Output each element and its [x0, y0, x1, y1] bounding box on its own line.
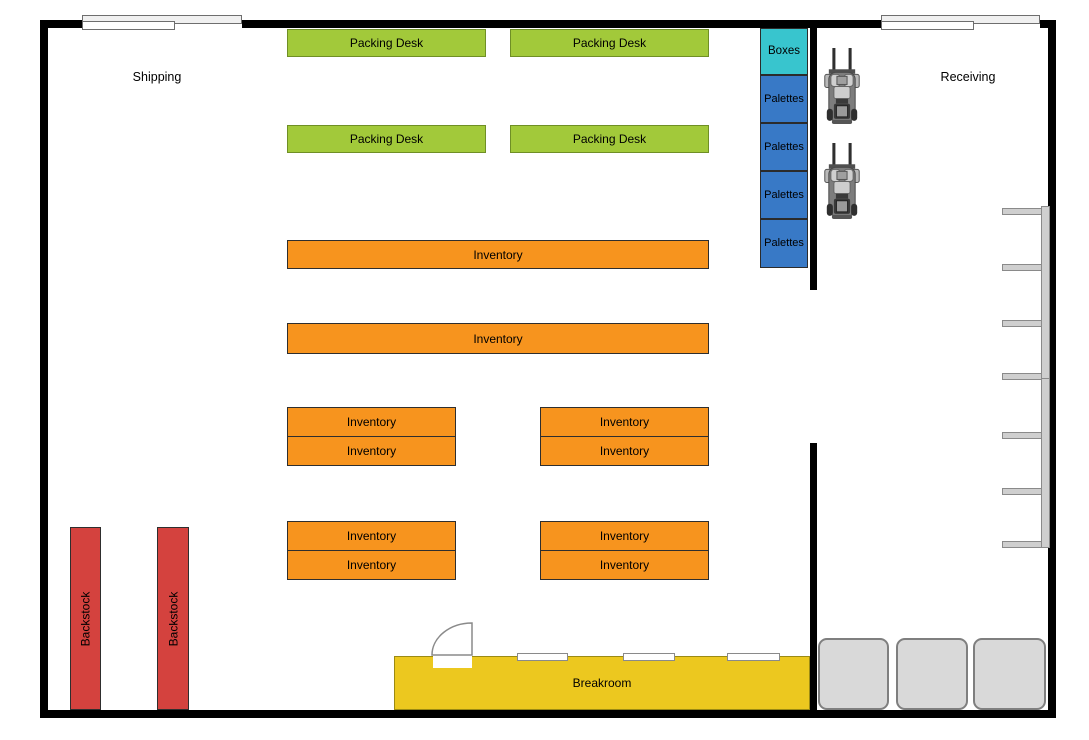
inventory-row-long-1[interactable]: Inventory [287, 240, 709, 269]
inventory-row-long-2[interactable]: Inventory [287, 323, 709, 354]
packing-desk-4-label: Packing Desk [572, 132, 647, 146]
palettes-bin-4[interactable]: Palettes [760, 219, 808, 268]
shelf-arm [1002, 373, 1042, 380]
wall-top [40, 20, 1056, 28]
palettes-bin-4-label: Palettes [764, 237, 804, 249]
inventory-shelf-c2[interactable]: Inventory [287, 550, 456, 580]
forklift-icon-1[interactable] [820, 48, 864, 126]
palettes-bin-3-label: Palettes [764, 188, 804, 201]
inventory-label: Inventory [346, 415, 397, 429]
wall-right [1048, 20, 1056, 718]
palettes-bin-3[interactable]: Palettes [760, 171, 808, 219]
wall-left [40, 20, 48, 718]
packing-desk-2-label: Packing Desk [572, 36, 647, 50]
window-2[interactable] [623, 653, 675, 661]
wall-divider-lower [810, 443, 817, 710]
palettes-bin-2[interactable]: Palettes [760, 123, 808, 171]
inventory-label: Inventory [599, 529, 650, 543]
inventory-shelf-d1[interactable]: Inventory [540, 521, 709, 551]
packing-desk-2[interactable]: Packing Desk [510, 29, 709, 57]
shelf-arm [1002, 541, 1042, 548]
inventory-label: Inventory [346, 558, 397, 572]
inventory-shelf-d2[interactable]: Inventory [540, 550, 709, 580]
inventory-label: Inventory [473, 247, 523, 262]
palettes-bin-2-label: Palettes [764, 140, 804, 153]
sliding-door-left-front-panel[interactable] [82, 21, 175, 30]
inventory-label: Inventory [599, 558, 650, 572]
inventory-label: Inventory [346, 529, 397, 543]
inventory-shelf-a1[interactable]: Inventory [287, 407, 456, 437]
breakroom-label: Breakroom [572, 676, 632, 690]
backstock-rack-2[interactable]: Backstock [157, 527, 189, 710]
packing-desk-3-label: Packing Desk [349, 132, 424, 146]
inventory-label: Inventory [599, 444, 650, 458]
palettes-bin-1-label: Palettes [764, 92, 804, 105]
shipping-label: Shipping [112, 69, 202, 85]
storage-pad-3[interactable] [973, 638, 1046, 710]
inventory-shelf-b2[interactable]: Inventory [540, 436, 709, 466]
shelf-arm [1002, 264, 1042, 271]
packing-desk-1-label: Packing Desk [349, 36, 424, 50]
inventory-shelf-b1[interactable]: Inventory [540, 407, 709, 437]
backstock-label: Backstock [166, 591, 180, 646]
receiving-label: Receiving [923, 69, 1013, 85]
packing-desk-4[interactable]: Packing Desk [510, 125, 709, 153]
boxes-bin[interactable]: Boxes [760, 28, 808, 75]
forklift-icon-2[interactable] [820, 143, 864, 221]
storage-pad-2[interactable] [896, 638, 968, 710]
wall-divider-upper [810, 28, 817, 290]
shelf-arm [1002, 208, 1042, 215]
receiving-label-text: Receiving [940, 69, 996, 84]
storage-pad-1[interactable] [818, 638, 889, 710]
window-1[interactable] [517, 653, 568, 661]
backstock-label: Backstock [78, 591, 93, 646]
inventory-shelf-a2[interactable]: Inventory [287, 436, 456, 466]
wall-bottom [40, 710, 1056, 718]
inventory-shelf-c1[interactable]: Inventory [287, 521, 456, 551]
packing-desk-1[interactable]: Packing Desk [287, 29, 486, 57]
window-3[interactable] [727, 653, 780, 661]
hinged-door-icon[interactable] [431, 622, 473, 656]
shelf-arm [1002, 320, 1042, 327]
shipping-label-text: Shipping [132, 69, 182, 84]
backstock-rack-1[interactable]: Backstock [70, 527, 101, 710]
inventory-label: Inventory [473, 331, 523, 346]
shelf-unit-1-back [1041, 206, 1050, 380]
boxes-bin-label: Boxes [768, 44, 800, 57]
inventory-label: Inventory [599, 415, 650, 429]
sliding-door-right-front-panel[interactable] [881, 21, 974, 30]
packing-desk-3[interactable]: Packing Desk [287, 125, 486, 153]
shelf-arm [1002, 432, 1042, 439]
palettes-bin-1[interactable]: Palettes [760, 75, 808, 123]
shelf-arm [1002, 488, 1042, 495]
shelf-unit-2-back [1041, 378, 1050, 548]
inventory-label: Inventory [346, 444, 397, 458]
breakroom-door-opening [433, 655, 472, 668]
